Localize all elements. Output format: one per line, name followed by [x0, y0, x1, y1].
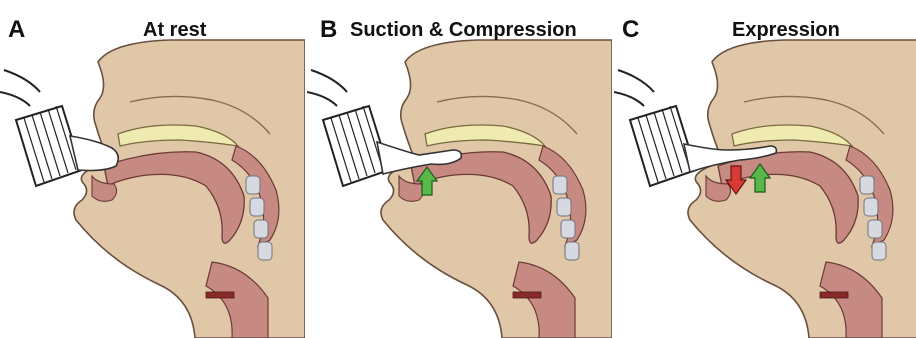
- vertebra: [254, 220, 268, 238]
- panel-a-title: At rest: [143, 19, 206, 42]
- panel-a: A At rest: [0, 0, 305, 338]
- vertebra: [864, 198, 878, 216]
- vertebra: [561, 220, 575, 238]
- panel-c-title: Expression: [732, 19, 840, 42]
- vertebra: [258, 242, 272, 260]
- vertebra: [860, 176, 874, 194]
- larynx-band: [820, 292, 848, 298]
- panel-b-illustration: [307, 0, 612, 338]
- panel-b-title: Suction & Compression: [350, 19, 577, 42]
- panel-b: B Suction & Compression: [307, 0, 612, 338]
- panel-c-illustration: [614, 0, 916, 338]
- vertebra: [868, 220, 882, 238]
- vertebra: [250, 198, 264, 216]
- bottle-tube: [0, 70, 40, 106]
- bottle-tube: [307, 70, 347, 106]
- panel-a-letter: A: [8, 16, 25, 44]
- vertebra: [565, 242, 579, 260]
- panel-a-illustration: [0, 0, 305, 338]
- panel-b-letter: B: [320, 16, 337, 44]
- larynx-band: [206, 292, 234, 298]
- bottle-tube: [614, 70, 654, 106]
- vertebra: [553, 176, 567, 194]
- vertebra: [872, 242, 886, 260]
- vertebra: [557, 198, 571, 216]
- panel-c: C Expression: [614, 0, 916, 338]
- panel-c-letter: C: [622, 16, 639, 44]
- larynx-band: [513, 292, 541, 298]
- vertebra: [246, 176, 260, 194]
